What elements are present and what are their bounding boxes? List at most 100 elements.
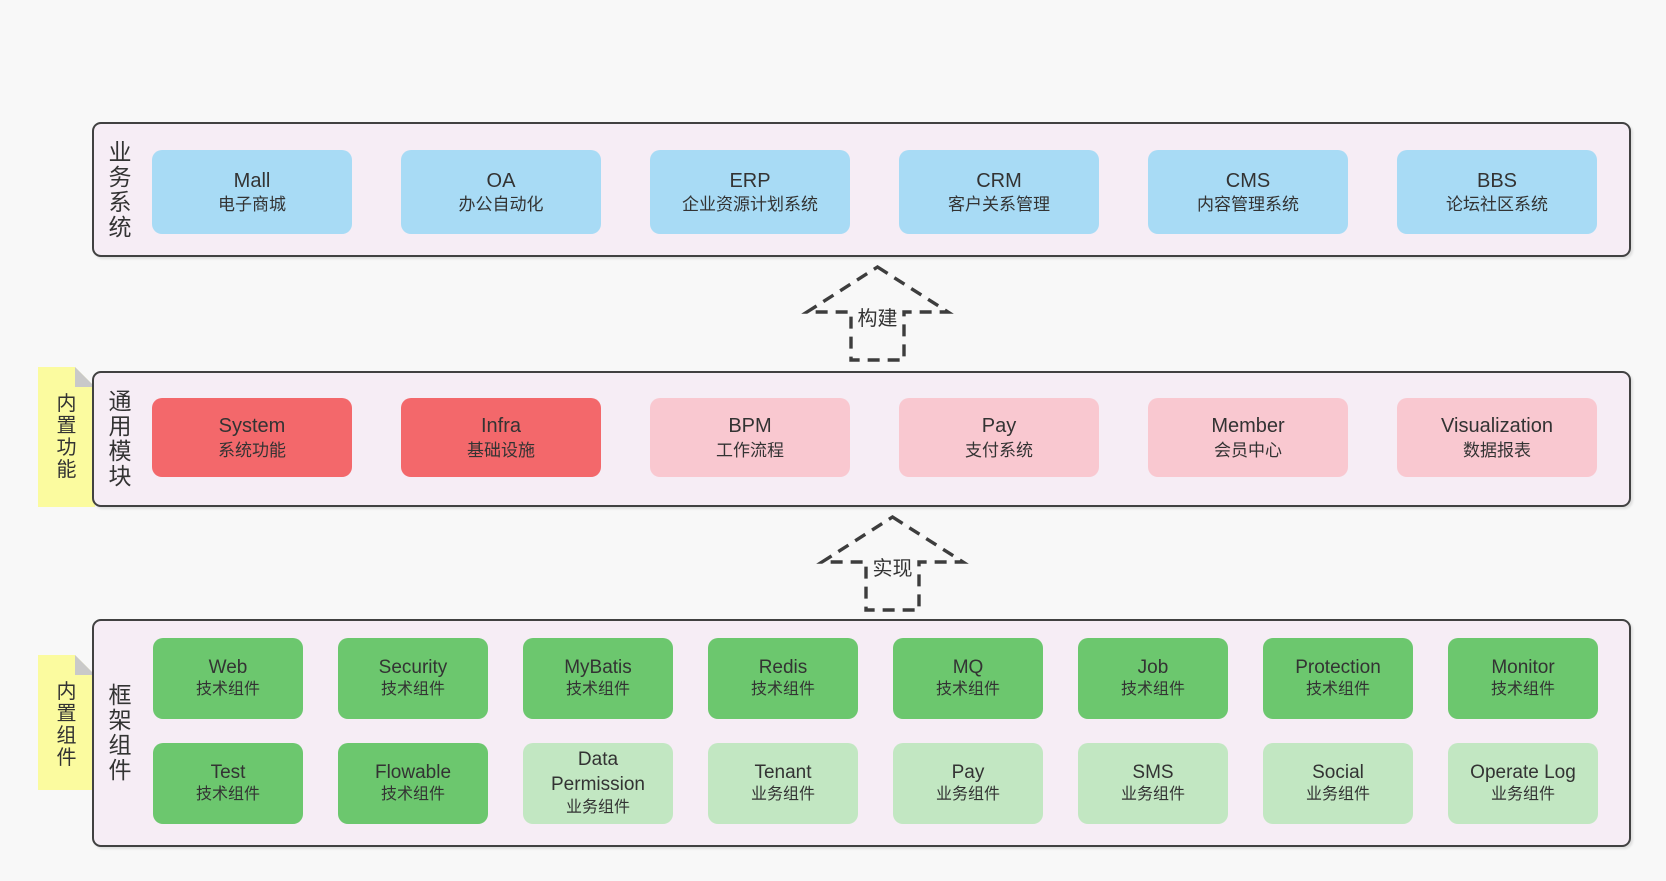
box-title: Flowable [374, 761, 452, 783]
box-subtitle: 企业资源计划系统 [682, 195, 818, 215]
box-title: Pay [981, 415, 1017, 438]
sticky-note-builtin-components: 内置组件 [38, 655, 95, 790]
box-subtitle: 业务组件 [1490, 786, 1555, 804]
module-box-member: Member 会员中心 [1148, 398, 1348, 477]
box-subtitle: 业务组件 [1305, 786, 1370, 804]
system-box-oa: OA 办公自动化 [401, 150, 601, 234]
system-box-crm: CRM 客户关系管理 [899, 150, 1099, 234]
sticky-note-text: 内置组件 [56, 681, 77, 769]
box-subtitle: 技术组件 [935, 681, 1000, 699]
box-title: Member [1211, 415, 1285, 438]
system-box-erp: ERP 企业资源计划系统 [650, 150, 850, 234]
box-title: BPM [728, 415, 772, 438]
system-box-mall: Mall 电子商城 [152, 150, 352, 234]
box-subtitle: 技术组件 [1490, 681, 1555, 699]
box-title: Protection [1295, 656, 1381, 678]
box-subtitle: 支付系统 [965, 440, 1033, 460]
component-box-security: Security 技术组件 [338, 638, 488, 719]
component-box-mybatis: MyBatis 技术组件 [523, 638, 673, 719]
box-title: Operate Log [1470, 761, 1576, 783]
box-title: Tenant [754, 761, 812, 783]
box-title: Infra [480, 415, 522, 438]
box-title: Visualization [1441, 415, 1553, 438]
component-box-web: Web 技术组件 [153, 638, 303, 719]
band-business-systems: 业务系统 Mall 电子商城 OA 办公自动化 ERP 企业资源计划系统 CRM… [92, 122, 1631, 257]
box-subtitle: 工作流程 [716, 440, 784, 460]
module-box-pay: Pay 支付系统 [899, 398, 1099, 477]
box-subtitle: 数据报表 [1463, 440, 1531, 460]
box-subtitle: 技术组件 [380, 681, 445, 699]
box-title: CMS [1225, 169, 1271, 192]
box-title: Security [378, 656, 448, 678]
box-title: MQ [952, 656, 984, 678]
box-subtitle: 技术组件 [195, 681, 260, 699]
band-label-framework-components: 框架组件 [108, 682, 132, 783]
box-subtitle: 技术组件 [195, 786, 260, 804]
system-box-cms: CMS 内容管理系统 [1148, 150, 1348, 234]
arrow-implement: 实现 [815, 510, 970, 616]
arrow-build-label: 构建 [855, 306, 900, 332]
component-box-sms: SMS 业务组件 [1078, 743, 1228, 824]
sticky-note-text: 内置功能 [56, 393, 77, 481]
component-box-mq: MQ 技术组件 [893, 638, 1043, 719]
band-common-modules: 通用模块 System 系统功能 Infra 基础设施 BPM 工作流程 Pay… [92, 371, 1631, 507]
component-box-test: Test 技术组件 [153, 743, 303, 824]
box-title: BBS [1476, 169, 1518, 192]
box-subtitle: 技术组件 [565, 681, 630, 699]
box-title: CRM [976, 169, 1022, 192]
box-subtitle: 内容管理系统 [1197, 195, 1299, 215]
module-box-bpm: BPM 工作流程 [650, 398, 850, 477]
box-subtitle: 会员中心 [1214, 440, 1282, 460]
box-title: Social [1312, 761, 1364, 783]
box-subtitle: 技术组件 [750, 681, 815, 699]
box-title: Test [210, 761, 246, 783]
band-label-common-modules: 通用模块 [108, 388, 132, 489]
module-box-system: System 系统功能 [152, 398, 352, 477]
box-subtitle: 业务组件 [1120, 786, 1185, 804]
arrow-implement-label: 实现 [870, 556, 915, 582]
sticky-note-builtin-features: 内置功能 [38, 367, 95, 507]
box-title: Data Permission [551, 749, 645, 796]
box-title: MyBatis [564, 656, 632, 678]
box-title: OA [486, 169, 516, 192]
box-subtitle: 技术组件 [380, 786, 445, 804]
box-title: ERP [729, 169, 771, 192]
dashed-up-arrow-icon [801, 264, 954, 362]
component-box-tenant: Tenant 业务组件 [708, 743, 858, 824]
box-title: Web [208, 656, 248, 678]
box-title: SMS [1132, 761, 1174, 783]
component-box-job: Job 技术组件 [1078, 638, 1228, 719]
box-subtitle: 论坛社区系统 [1446, 195, 1548, 215]
component-box-data-permission: Data Permission 业务组件 [523, 743, 673, 824]
component-box-monitor: Monitor 技术组件 [1448, 638, 1598, 719]
component-box-social: Social 业务组件 [1263, 743, 1413, 824]
box-subtitle: 业务组件 [935, 786, 1000, 804]
box-subtitle: 系统功能 [218, 440, 286, 460]
box-title: Monitor [1491, 656, 1555, 678]
box-subtitle: 技术组件 [1120, 681, 1185, 699]
component-box-flowable: Flowable 技术组件 [338, 743, 488, 824]
box-subtitle: 基础设施 [467, 440, 535, 460]
arrow-build: 构建 [800, 260, 955, 366]
component-box-pay: Pay 业务组件 [893, 743, 1043, 824]
box-title: System [218, 415, 286, 438]
system-box-bbs: BBS 论坛社区系统 [1397, 150, 1597, 234]
component-box-protection: Protection 技术组件 [1263, 638, 1413, 719]
module-box-visualization: Visualization 数据报表 [1397, 398, 1597, 477]
box-subtitle: 客户关系管理 [948, 195, 1050, 215]
box-title: Pay [951, 761, 985, 783]
box-subtitle: 技术组件 [1305, 681, 1370, 699]
band-framework-components: 框架组件 Web 技术组件 Security 技术组件 MyBatis 技术组件… [92, 619, 1631, 847]
box-title: Job [1137, 656, 1169, 678]
band-label-business-systems: 业务系统 [108, 138, 132, 240]
component-box-operate-log: Operate Log 业务组件 [1448, 743, 1598, 824]
box-title: Redis [758, 656, 808, 678]
box-title: Mall [233, 169, 271, 192]
box-subtitle: 业务组件 [565, 798, 630, 816]
module-box-infra: Infra 基础设施 [401, 398, 601, 477]
box-subtitle: 电子商城 [218, 195, 286, 215]
box-subtitle: 业务组件 [750, 786, 815, 804]
dashed-up-arrow-icon [816, 514, 969, 612]
component-box-redis: Redis 技术组件 [708, 638, 858, 719]
